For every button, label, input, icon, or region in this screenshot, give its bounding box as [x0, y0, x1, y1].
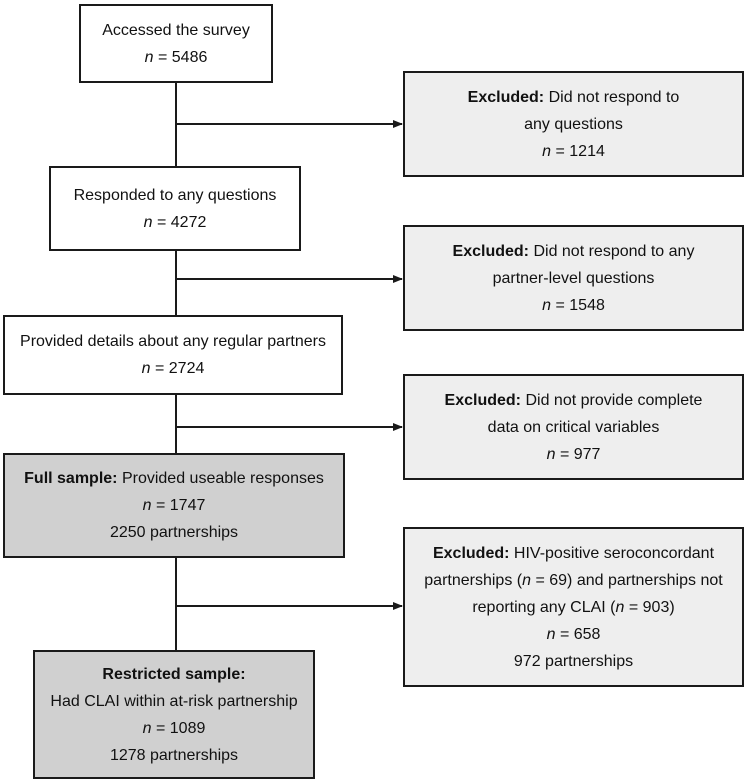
excluded-1-count: n = 1214 [542, 142, 605, 160]
excluded-2-count: n = 1548 [542, 296, 605, 314]
excluded-box-2: Excluded: Did not respond to any partner… [403, 225, 744, 331]
responded-count: n = 4272 [143, 213, 207, 231]
excluded-1-line-1: Excluded: Did not respond to [467, 88, 680, 106]
excluded-1-line-2: any questions [524, 115, 623, 133]
restricted-sample-box: Restricted sample: Had CLAI within at-ri… [33, 650, 315, 779]
full-sample-box: Full sample: Provided useable responses … [3, 453, 345, 558]
accessed-survey-box: Accessed the survey n = 5486 [79, 4, 273, 83]
restricted-sample-partnerships: 1278 partnerships [109, 746, 239, 764]
provided-details-count: n = 2724 [141, 360, 205, 377]
excluded-4-count: n = 658 [546, 625, 601, 643]
excluded-2-line-2: partner-level questions [492, 269, 655, 287]
full-sample-line-1: Full sample: Provided useable responses [24, 470, 324, 487]
excluded-4-line-1: Excluded: HIV-positive seroconcordant [432, 544, 715, 562]
excluded-box-1: Excluded: Did not respond to any questio… [403, 71, 744, 177]
responded-label: Responded to any questions [73, 186, 277, 204]
excluded-4-partnerships: 972 partnerships [513, 652, 634, 670]
excluded-4-line-2: partnerships (n = 69) and partnerships n… [424, 571, 723, 589]
restricted-sample-count: n = 1089 [142, 719, 206, 737]
accessed-survey-count: n = 5486 [144, 48, 208, 66]
accessed-survey-label: Accessed the survey [102, 21, 250, 39]
full-sample-count: n = 1747 [142, 497, 206, 514]
excluded-box-3: Excluded: Did not provide complete data … [403, 374, 744, 480]
restricted-sample-line-1: Had CLAI within at-risk partnership [50, 692, 298, 710]
excluded-2-line-1: Excluded: Did not respond to any [452, 242, 695, 260]
provided-details-label: Provided details about any regular partn… [20, 333, 326, 350]
excluded-4-line-3: reporting any CLAI (n = 903) [472, 598, 675, 616]
excluded-3-count: n = 977 [546, 445, 601, 463]
responded-box: Responded to any questions n = 4272 [49, 166, 301, 251]
excluded-3-line-1: Excluded: Did not provide complete [444, 391, 703, 409]
provided-details-box: Provided details about any regular partn… [3, 315, 343, 395]
excluded-box-4: Excluded: HIV-positive seroconcordant pa… [403, 527, 744, 687]
restricted-sample-title: Restricted sample: [102, 665, 246, 683]
full-sample-partnerships: 2250 partnerships [109, 524, 239, 541]
excluded-3-line-2: data on critical variables [487, 418, 660, 436]
